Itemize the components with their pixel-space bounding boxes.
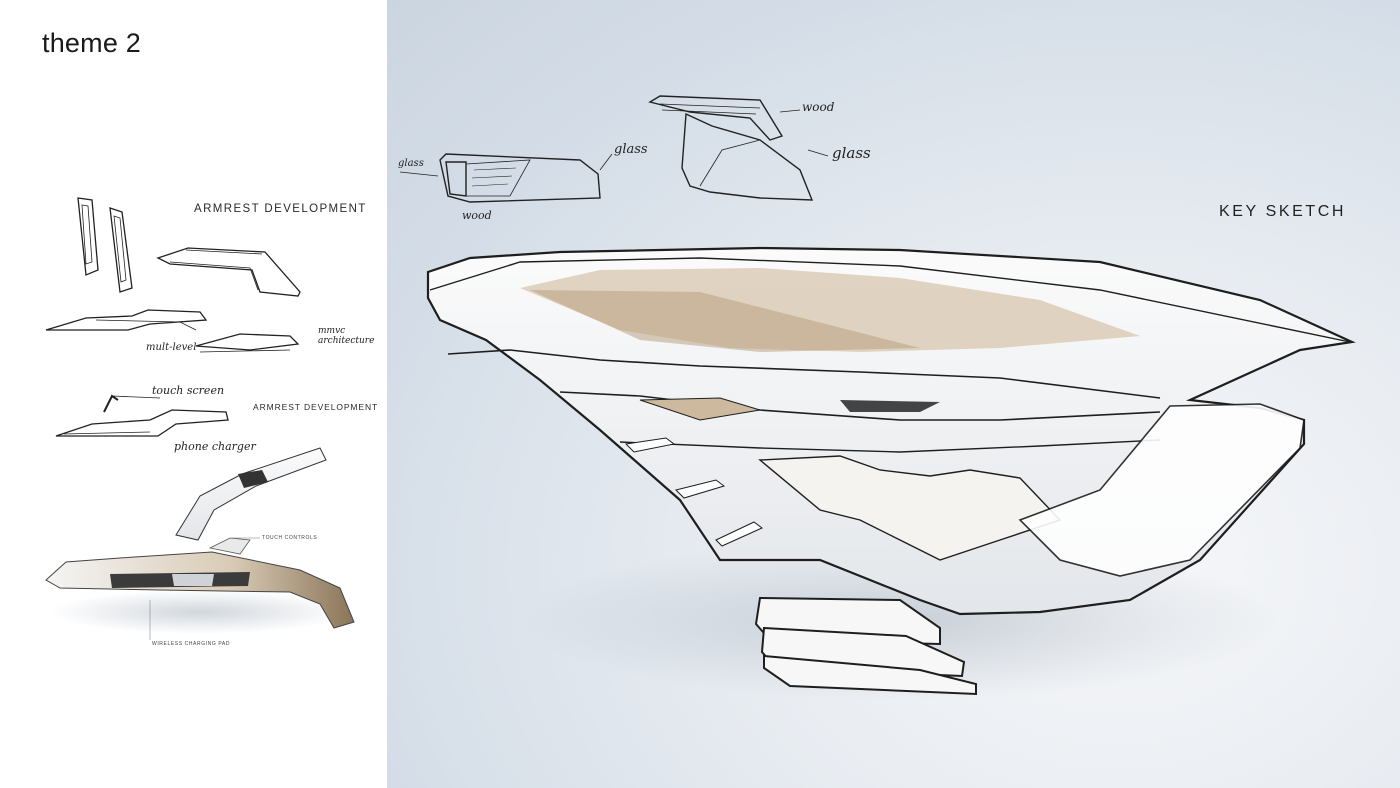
note-touch-screen: touch screen	[152, 384, 225, 397]
dashboard-key-sketch	[426, 246, 1356, 696]
note-multi-level: mult-level	[146, 342, 197, 353]
note-glass-left-b: glass	[614, 142, 648, 157]
armrest-sketch-touch-screen	[55, 394, 229, 437]
left-panel	[0, 0, 387, 788]
note-wood-top: wood	[802, 100, 835, 114]
armrest-development-caption-top: ARMREST DEVELOPMENT	[194, 203, 367, 215]
armrest-sketch-multi-level	[45, 309, 300, 353]
material-sketch-top	[648, 95, 829, 201]
armrest-render	[45, 447, 355, 640]
note-phone-charger: phone charger	[174, 440, 256, 453]
armrest-development-caption-mid: ARMREST DEVELOPMENT	[253, 402, 379, 412]
note-wood-left: wood	[462, 209, 492, 222]
material-sketch-left	[399, 153, 613, 203]
note-glass-left-a: glass	[398, 158, 424, 169]
wireless-charging-pad-label: WIRELESS CHARGING PAD	[152, 641, 231, 647]
note-glass-top: glass	[832, 144, 871, 162]
page-title: theme 2	[42, 28, 141, 58]
key-sketch-caption: KEY SKETCH	[1219, 203, 1347, 220]
armrest-sketch-side	[156, 247, 301, 297]
note-modular-architecture: mmvc architecture	[318, 326, 375, 346]
armrest-sketch-vertical	[77, 197, 133, 293]
touch-controls-label: TOUCH CONTROLS	[262, 535, 318, 541]
